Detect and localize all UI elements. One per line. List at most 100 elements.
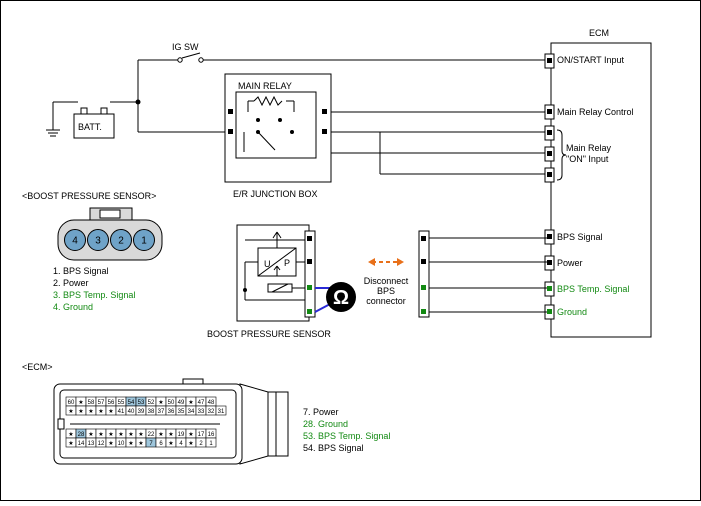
ecm-pin-number: 19 [178,432,185,438]
ecm-pin-number: 4 [179,441,183,447]
ecm-pin-number: 12 [98,441,105,447]
ecm-pin-number: 37 [158,409,165,415]
ecm-pin-number: 58 [88,400,95,406]
ecm-pin-number: 2 [199,441,203,447]
ig-sw-label: IG SW [172,42,199,52]
ecm-input-main-relay-control: Main Relay Control [557,107,634,117]
ecm-pin-number: ★ [98,431,103,438]
ecm-pin-number: ★ [128,440,133,447]
ecm-pin-number: 57 [98,400,105,406]
ecm-pin-number: 50 [168,400,175,406]
sensor-legend-item: 2. Power [53,278,89,288]
er-junction-box-label: E/R JUNCTION BOX [233,189,318,199]
sensor-u-label: U [264,259,271,269]
ecm-pin-number: ★ [128,431,133,438]
disconnect-line-1: Disconnect [364,276,409,286]
ecm-title: ECM [589,28,609,38]
sensor-legend-item: 3. BPS Temp. Signal [53,290,135,300]
ecm-legend-item: 28. Ground [303,419,348,429]
ecm-pin-number: 16 [208,432,215,438]
ecm-pin-number: ★ [188,399,193,406]
boost-pressure-sensor: U P BOOST PRESSURE SENSOR [207,224,331,339]
ohmmeter: Ω [314,282,356,313]
ecm-input-bps-signal: BPS Signal [557,232,603,242]
ecm-pin-number: 47 [198,400,205,406]
sensor-pin [110,229,132,251]
ecm-pin-number: 10 [118,441,125,447]
ecm-input-main-relay-on-2: "ON" Input [566,154,609,164]
sensor-legend-item: 4. Ground [53,302,93,312]
ecm-pin-number: ★ [138,431,143,438]
sensor-p-label: P [284,258,290,268]
ecm-input-main-relay-on-1: Main Relay [566,143,612,153]
sensor-pin-number: 4 [72,236,78,247]
ecm-pin-number: 54 [128,400,135,406]
ecm-pin-number: ★ [78,408,83,415]
ecm-pin-number: ★ [118,431,123,438]
ecm-pin-number: 35 [178,409,185,415]
junction-box-pins [228,109,327,134]
ecm-pin-cell [215,405,227,416]
boost-sensor-header: <BOOST PRESSURE SENSOR> [22,191,156,201]
sensor-pin [87,229,109,251]
ecm-input-on-start: ON/START Input [557,55,625,65]
ohm-symbol: Ω [333,287,349,309]
ecm-pin-number: 28 [78,432,85,438]
ecm-pin-number: 41 [118,409,125,415]
ecm-pin-number: 40 [128,409,135,415]
ecm-pin-number: 36 [168,409,175,415]
ecm-pin-number: 17 [198,432,205,438]
ecm-pin-number: 53 [138,400,145,406]
ecm-pin-number: ★ [88,408,93,415]
sensor-pin-number: 2 [118,236,124,247]
battery: BATT. [73,107,115,139]
ecm-pin-number: 31 [218,409,225,415]
ecm-input-power: Power [557,258,583,268]
ecm-pin-number: 34 [188,409,195,415]
ecm-pin-number: 33 [198,409,205,415]
ecm-pin-number: ★ [158,399,163,406]
disconnect-indicator: Disconnect BPS connector [364,258,409,306]
ecm-pin-number: ★ [108,431,113,438]
ecm-input-bps-temp-signal: BPS Temp. Signal [557,284,629,294]
er-junction-box: MAIN RELAY E/R JUNCTION BOX [224,73,332,199]
ecm-pin-number: 1 [209,441,213,447]
main-relay-label: MAIN RELAY [238,81,292,91]
ecm-pin-number: ★ [168,440,173,447]
sensor-legend-item: 1. BPS Signal [53,266,109,276]
sensor-pin-number: 1 [141,236,147,247]
ecm-pin-number: ★ [188,431,193,438]
ig-switch-contacts [177,57,204,63]
sensor-pin [133,229,155,251]
ecm-pin-number: ★ [158,431,163,438]
sensor-pin-number: 3 [95,236,101,247]
ecm-pin-number: ★ [168,431,173,438]
ecm-pin-number: ★ [88,431,93,438]
ecm-legend-item: 53. BPS Temp. Signal [303,431,390,441]
ecm-pin-number: 14 [78,441,85,447]
sensor-pin-group: 4 3 2 1 [64,229,155,251]
sensor-connector: 4 3 2 1 [57,207,163,261]
sensor-pin-legend: 1. BPS Signal 2. Power 3. BPS Temp. Signal… [53,266,135,312]
disconnect-line-3: connector [366,296,406,306]
ecm-pin-number: ★ [98,408,103,415]
ecm-module: ECM ON/START Input Main Relay Control Ma… [544,28,652,338]
ecm-pin-number: 55 [118,400,125,406]
ecm-pin-number: ★ [108,408,113,415]
ecm-pin-number: 52 [148,400,155,406]
ecm-legend-item: 7. Power [303,407,339,417]
boost-sensor-caption: BOOST PRESSURE SENSOR [207,329,331,339]
ecm-pin-number: ★ [68,431,73,438]
ohmmeter-icon [326,282,356,312]
harness-connector [418,230,547,318]
ecm-pin-number: 39 [138,409,145,415]
disconnect-line-2: BPS [377,286,395,296]
ecm-pin-number: ★ [68,408,73,415]
ecm-pin-number: 6 [159,441,163,447]
ecm-pin-number: ★ [68,440,73,447]
ecm-pin-number: 7 [149,441,153,447]
